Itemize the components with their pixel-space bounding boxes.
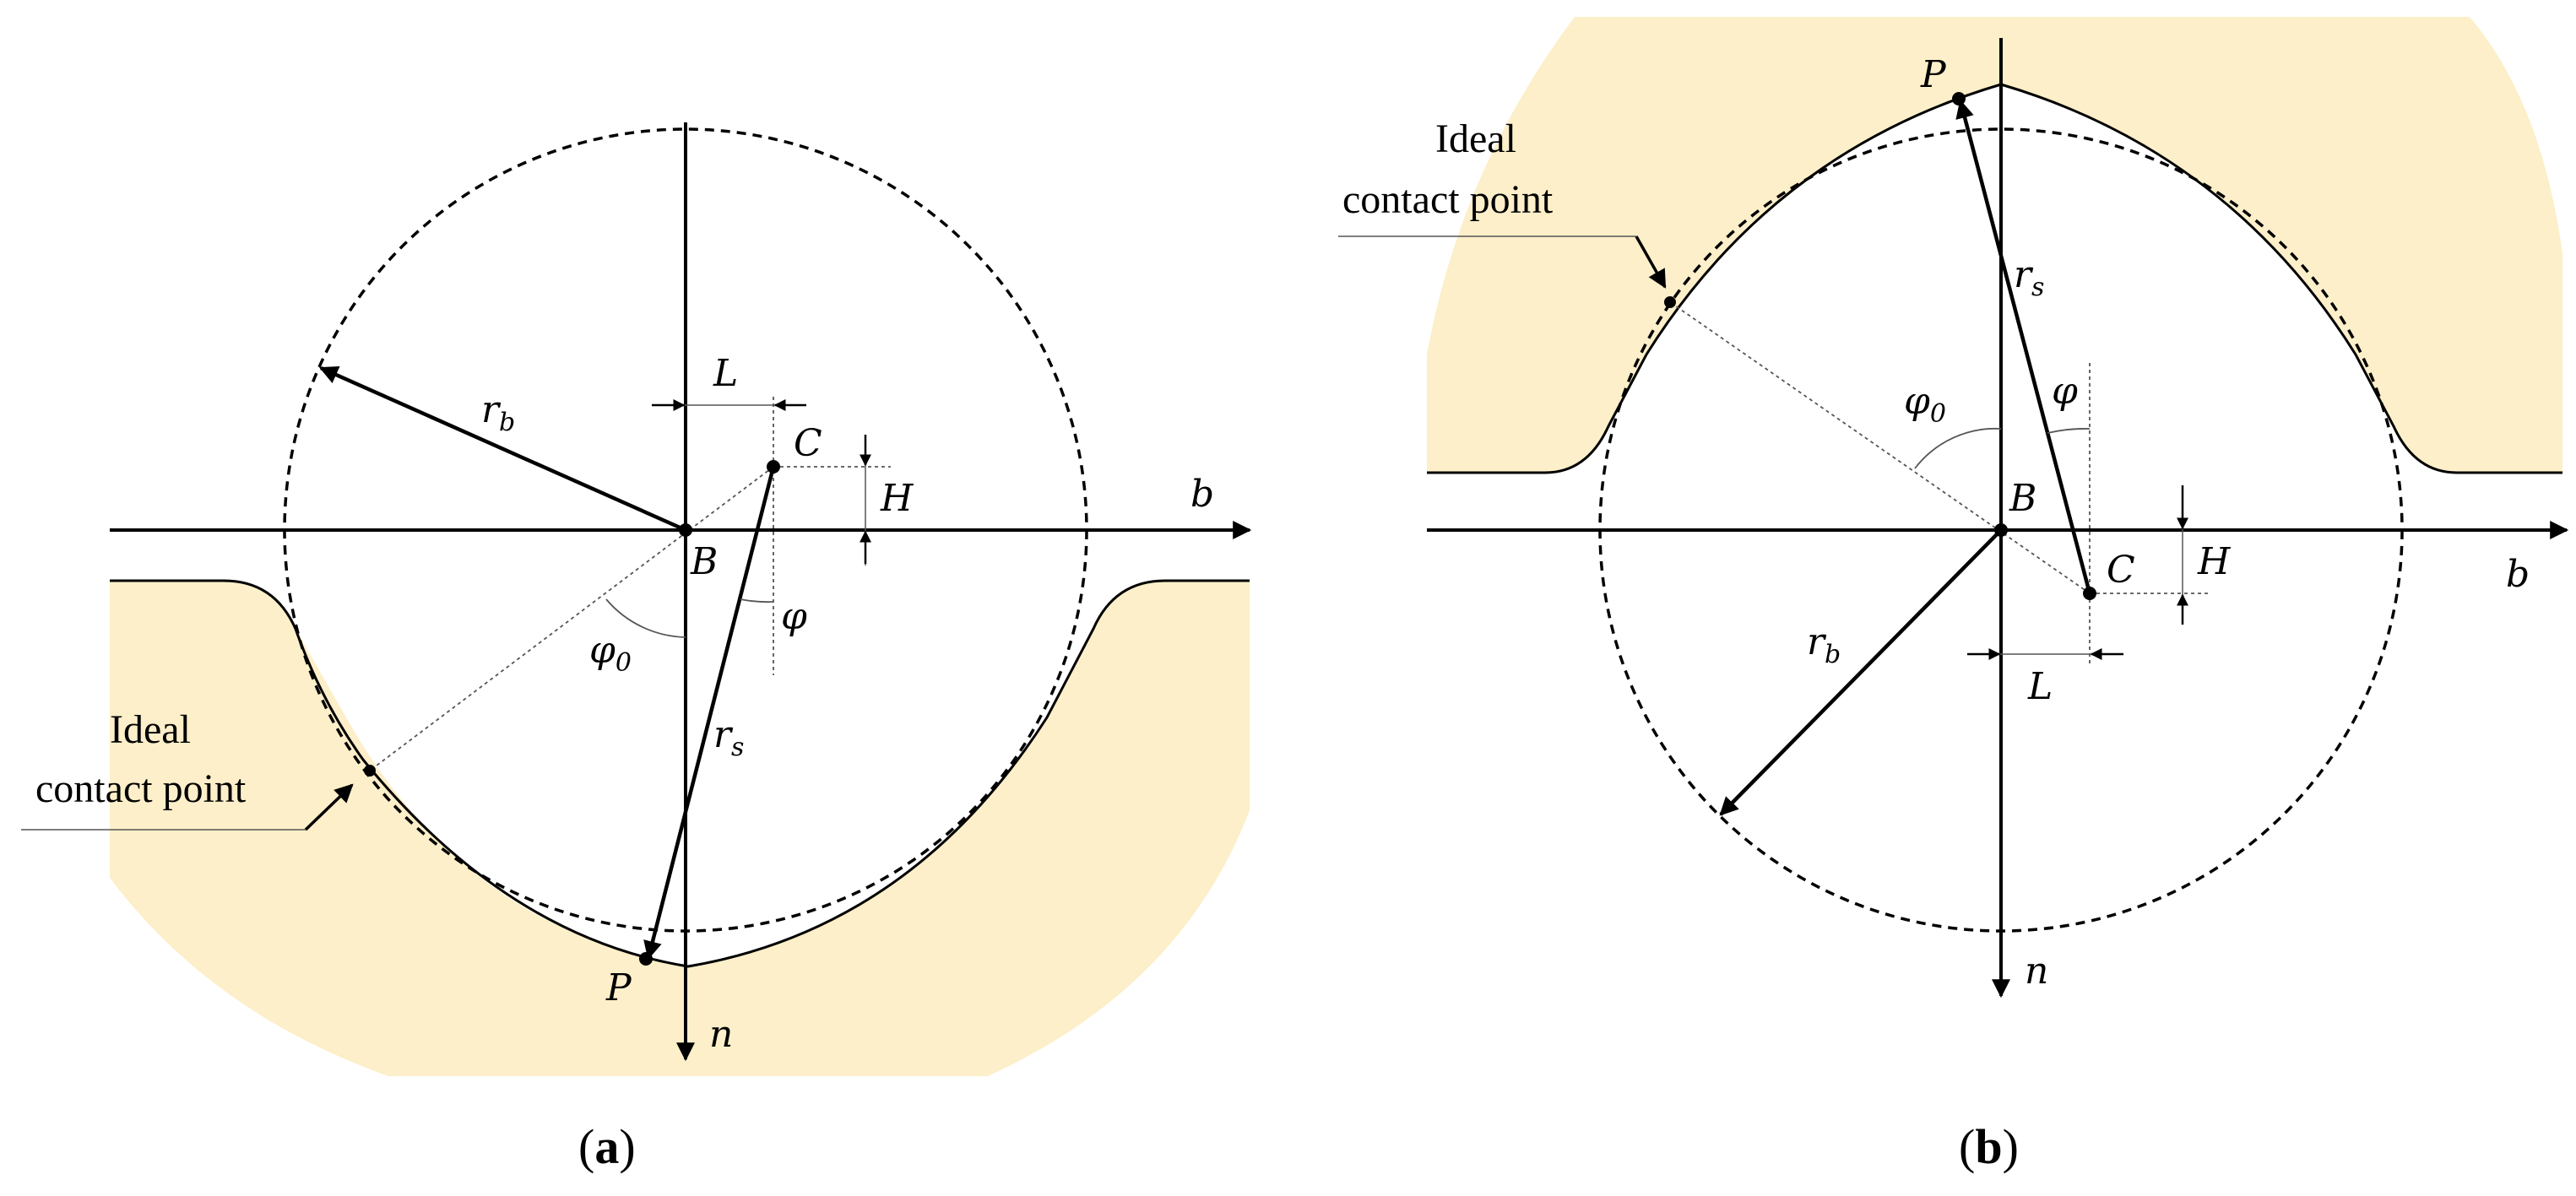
contact-pointer-b xyxy=(1635,235,1667,289)
point-P-label-b: P xyxy=(1920,53,1947,96)
contact-point-b xyxy=(1664,296,1676,308)
contact-line-a xyxy=(369,466,774,771)
angle-phi0-label-a: φ0 xyxy=(589,629,632,678)
angle-phi-label-a: φ xyxy=(781,595,807,638)
point-B-b xyxy=(1994,523,2008,537)
point-P-label-a: P xyxy=(605,966,632,1009)
panel-a: b n B C P L H φ φ0 rb rs Ideal contact p… xyxy=(21,122,1252,1174)
point-P-a xyxy=(639,952,653,966)
dim-H-label-a: H xyxy=(880,477,914,520)
groove-profile-a xyxy=(110,579,1250,968)
point-B-label-a: B xyxy=(690,540,718,583)
angle-phi0-label-b: φ0 xyxy=(1904,380,1946,429)
groove-body-a xyxy=(110,581,1250,1076)
point-B-a xyxy=(679,523,692,537)
point-B-label-b: B xyxy=(2009,477,2036,520)
caption-a: (a) xyxy=(578,1119,636,1174)
axis-n-label-b: n xyxy=(2025,950,2048,993)
contact-label-line2-a: contact point xyxy=(35,766,247,811)
angle-phi0-arc-a xyxy=(605,598,686,638)
radius-rb-label-a: rb xyxy=(481,388,515,437)
contact-label-line2-b: contact point xyxy=(1342,177,1554,222)
radius-rb-label-b: rb xyxy=(1807,620,1841,669)
contact-label-line1-a: Ideal xyxy=(110,707,191,752)
radius-rs-a xyxy=(643,466,776,961)
radius-rb-a xyxy=(318,365,686,533)
radius-rs-b xyxy=(1955,99,2092,594)
panel-b: b n B C P L H φ φ0 rb rs Ideal contact p… xyxy=(1338,17,2569,1174)
contact-label-line1-b: Ideal xyxy=(1435,116,1516,161)
angle-phi-arc-b xyxy=(2047,428,2091,434)
point-C-b xyxy=(2083,587,2096,600)
radius-rs-label-b: rs xyxy=(2014,253,2044,302)
point-C-a xyxy=(767,460,780,474)
axis-b-label-b: b xyxy=(2506,553,2530,596)
axis-b-label-a: b xyxy=(1190,473,1214,516)
dim-L-label-a: L xyxy=(713,352,738,395)
nut-body-b xyxy=(1427,17,2562,473)
angle-phi0-arc-b xyxy=(1914,427,2002,469)
contact-point-a xyxy=(364,765,376,777)
point-P-b xyxy=(1952,92,1966,106)
contact-pointer-a xyxy=(304,783,354,831)
caption-b: (b) xyxy=(1959,1119,2019,1174)
contact-line-b xyxy=(1669,301,2091,594)
radius-rb-b xyxy=(1719,528,2003,816)
angle-phi-label-b: φ xyxy=(2052,370,2078,413)
angle-phi-arc-a xyxy=(740,598,774,603)
dim-L-label-b: L xyxy=(2027,665,2053,708)
point-C-label-b: C xyxy=(2107,549,2135,592)
point-C-label-a: C xyxy=(794,422,822,465)
dim-H-label-b: H xyxy=(2197,540,2232,583)
axis-n-label-a: n xyxy=(709,1013,733,1056)
radius-rs-label-a: rs xyxy=(713,713,744,762)
